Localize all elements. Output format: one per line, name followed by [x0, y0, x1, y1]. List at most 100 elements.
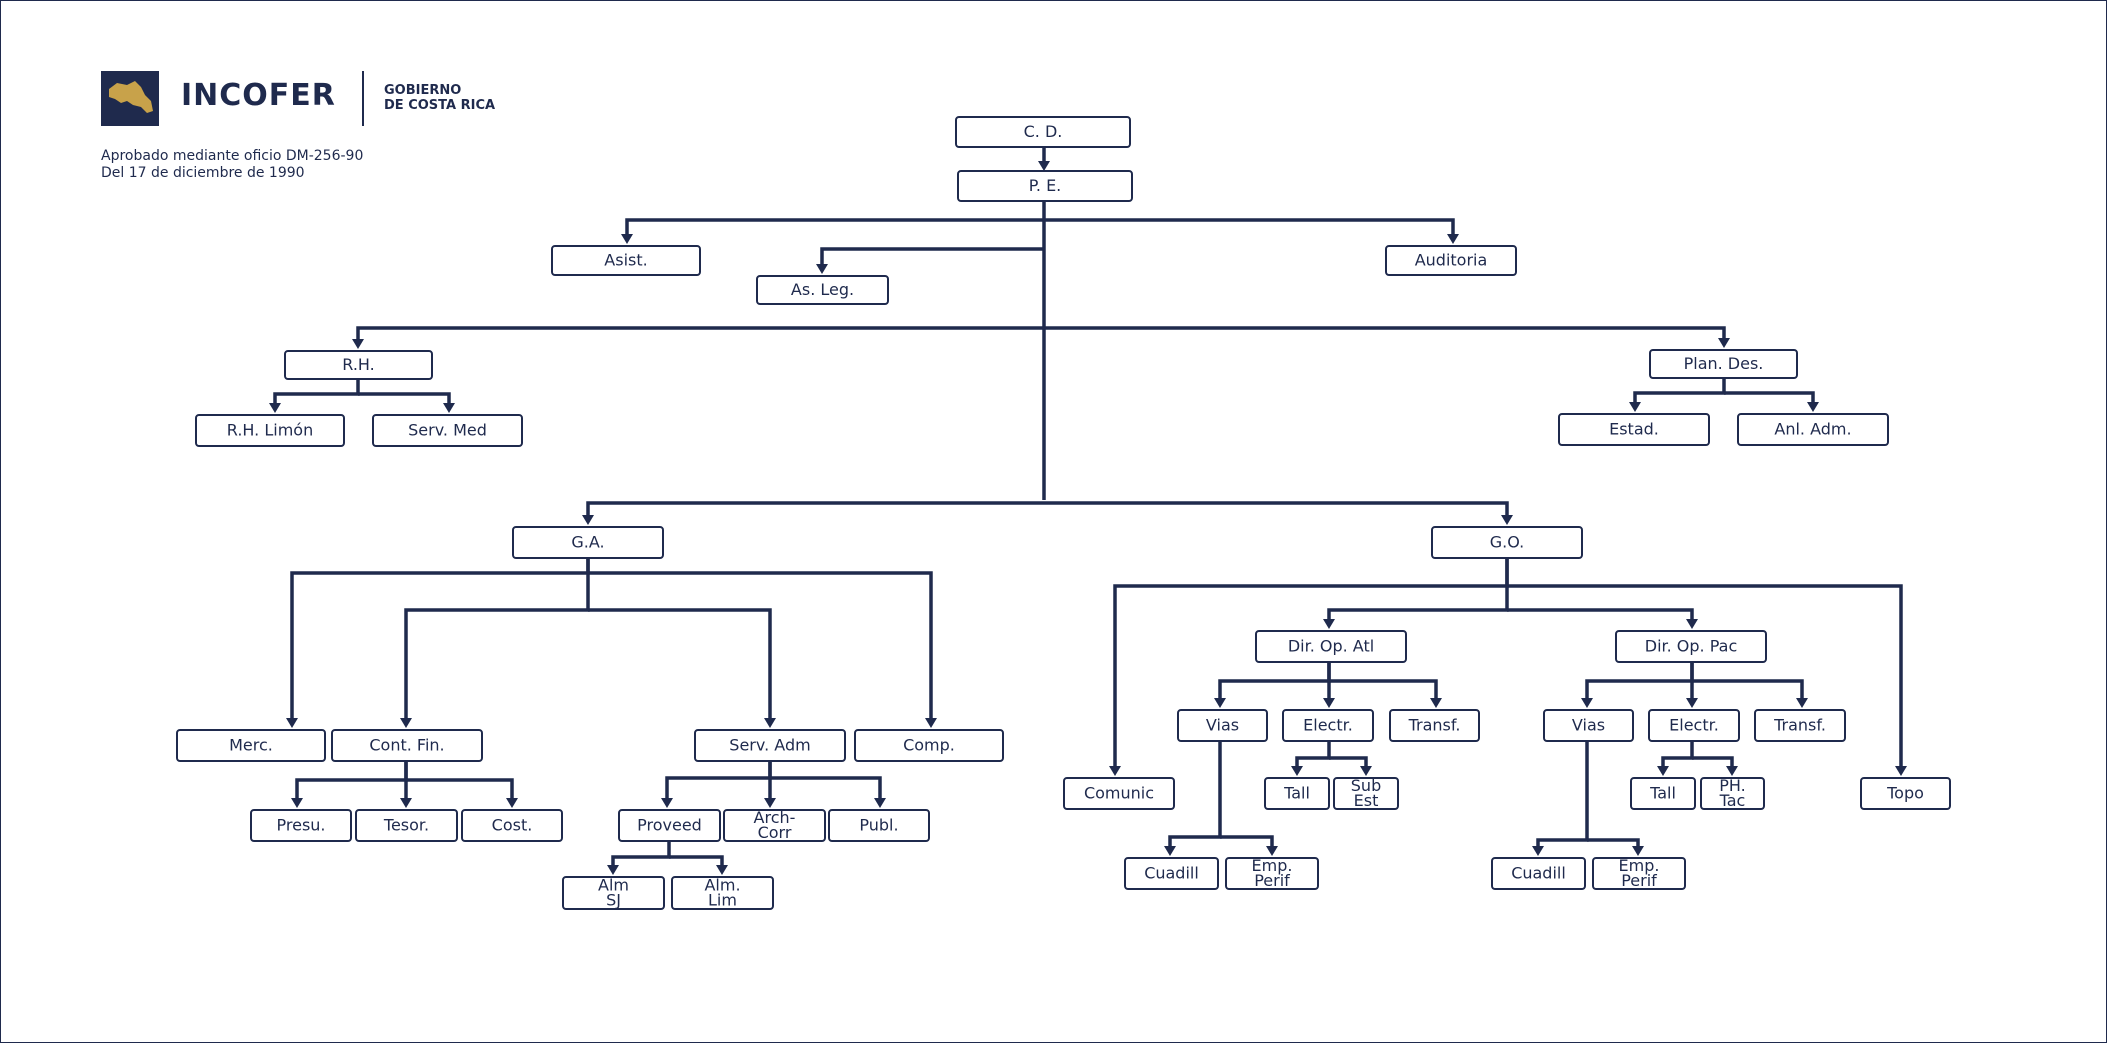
org-node-box — [512, 526, 664, 559]
org-node-box — [1543, 709, 1634, 742]
connector-line — [1329, 679, 1438, 704]
org-node-merc: Merc. — [176, 729, 326, 762]
connector-line — [1692, 756, 1734, 772]
org-node-box — [1737, 413, 1889, 446]
connector-line — [1044, 218, 1455, 240]
org-node-label: R.H. — [342, 355, 374, 374]
connector-line — [356, 326, 1044, 345]
brand-name: INCOFER — [181, 78, 336, 113]
org-node-label: Publ. — [859, 816, 898, 835]
org-node-label: Cost. — [492, 816, 533, 835]
org-node-rhlimon: R.H. Limón — [195, 414, 345, 447]
org-node-label: Vias — [1572, 716, 1605, 735]
arrowhead — [621, 234, 633, 244]
arrowhead — [286, 718, 298, 728]
org-node-label: Cuadill — [1511, 864, 1566, 883]
arrowhead — [1657, 766, 1669, 776]
org-node-label: Tac — [1719, 791, 1746, 810]
org-node-label: Alm. — [704, 876, 740, 895]
connector-line — [1587, 838, 1640, 852]
arrowhead — [1686, 619, 1698, 629]
arrowhead — [400, 798, 412, 808]
org-node-asleg: As. Leg. — [756, 275, 889, 305]
org-node-box — [331, 729, 483, 762]
org-node-box — [1282, 709, 1374, 742]
org-node-box — [723, 809, 826, 842]
arrowhead — [661, 798, 673, 808]
org-node-box — [955, 116, 1131, 148]
arrowhead — [1447, 234, 1459, 244]
org-node-auditoria: Auditoria — [1385, 245, 1517, 276]
org-node-box — [618, 809, 721, 842]
org-node-label: Serv. Adm — [729, 736, 810, 755]
connector-line — [1295, 741, 1331, 772]
org-node-box — [1177, 709, 1268, 742]
org-node-label: Proveed — [637, 816, 702, 835]
org-chart-nodes: C. D.P. E.Asist.As. Leg.AuditoriaR.H.R.H… — [176, 116, 1951, 910]
org-node-archcorr: Arch-Corr — [723, 808, 826, 842]
org-node-contfin: Cont. Fin. — [331, 729, 483, 762]
org-node-label: Perif — [1254, 871, 1290, 890]
connector-line — [586, 501, 1044, 521]
org-node-label: Emp. — [1252, 856, 1293, 875]
org-node-box — [957, 170, 1133, 202]
connector-line — [273, 379, 360, 409]
connector-line — [1218, 662, 1331, 704]
org-node-label: Est — [1354, 791, 1379, 810]
org-node-label: Corr — [758, 823, 792, 842]
org-node-box — [176, 729, 326, 762]
org-node-box — [1754, 709, 1846, 742]
org-node-box — [854, 729, 1004, 762]
arrowhead — [1323, 619, 1335, 629]
org-node-label: Topo — [1886, 784, 1924, 803]
org-node-label: Electr. — [1669, 716, 1719, 735]
org-node-cuadill1: Cuadill — [1124, 857, 1219, 890]
org-node-box — [1491, 857, 1586, 890]
arrowhead — [1291, 766, 1303, 776]
org-chart-connectors — [269, 147, 1907, 875]
connector-line — [588, 571, 933, 724]
org-node-label: Tall — [1649, 784, 1676, 803]
arrowhead — [352, 339, 364, 349]
org-node-label: R.H. Limón — [227, 421, 313, 440]
connector-line — [588, 608, 772, 724]
org-node-cost: Cost. — [461, 809, 563, 842]
org-node-tesor: Tesor. — [355, 809, 458, 842]
arrowhead — [925, 718, 937, 728]
arrowhead — [1686, 698, 1698, 708]
org-node-label: Asist. — [604, 251, 647, 270]
org-node-dirpac: Dir. Op. Pac — [1615, 630, 1767, 663]
org-node-box — [1648, 709, 1740, 742]
org-node-publ: Publ. — [828, 809, 930, 842]
org-node-label: G.A. — [571, 533, 604, 552]
org-node-rh: R.H. — [284, 350, 433, 380]
org-node-label: Dir. Op. Pac — [1645, 637, 1738, 656]
arrowhead — [291, 798, 303, 808]
org-node-label: SJ — [606, 891, 621, 910]
org-node-box — [562, 876, 665, 910]
org-node-box — [671, 876, 774, 910]
arrowhead — [1430, 698, 1442, 708]
org-node-empperif2: Emp.Perif — [1592, 856, 1686, 890]
org-node-box — [1630, 777, 1696, 810]
org-node-label: Vias — [1206, 716, 1239, 735]
arrowhead — [816, 264, 828, 274]
connector-line — [406, 778, 514, 804]
arrowhead — [1164, 846, 1176, 856]
org-node-label: Serv. Med — [408, 421, 487, 440]
org-node-box — [694, 729, 846, 762]
org-node-cuadill2: Cuadill — [1491, 857, 1586, 890]
arrowhead — [1109, 766, 1121, 776]
org-node-label: Auditoria — [1415, 251, 1488, 270]
arrowhead — [1796, 698, 1808, 708]
government-line-2: DE COSTA RICA — [384, 98, 496, 113]
connector-line — [1044, 326, 1726, 344]
org-node-box — [828, 809, 930, 842]
connector-line — [1692, 679, 1804, 704]
org-node-label: Emp. — [1619, 856, 1660, 875]
org-node-label: Plan. Des. — [1684, 354, 1764, 373]
org-node-label: Merc. — [229, 736, 273, 755]
org-node-transf1: Transf. — [1389, 709, 1480, 742]
government-line-1: GOBIERNO — [384, 83, 462, 98]
connector-line — [1507, 608, 1694, 625]
